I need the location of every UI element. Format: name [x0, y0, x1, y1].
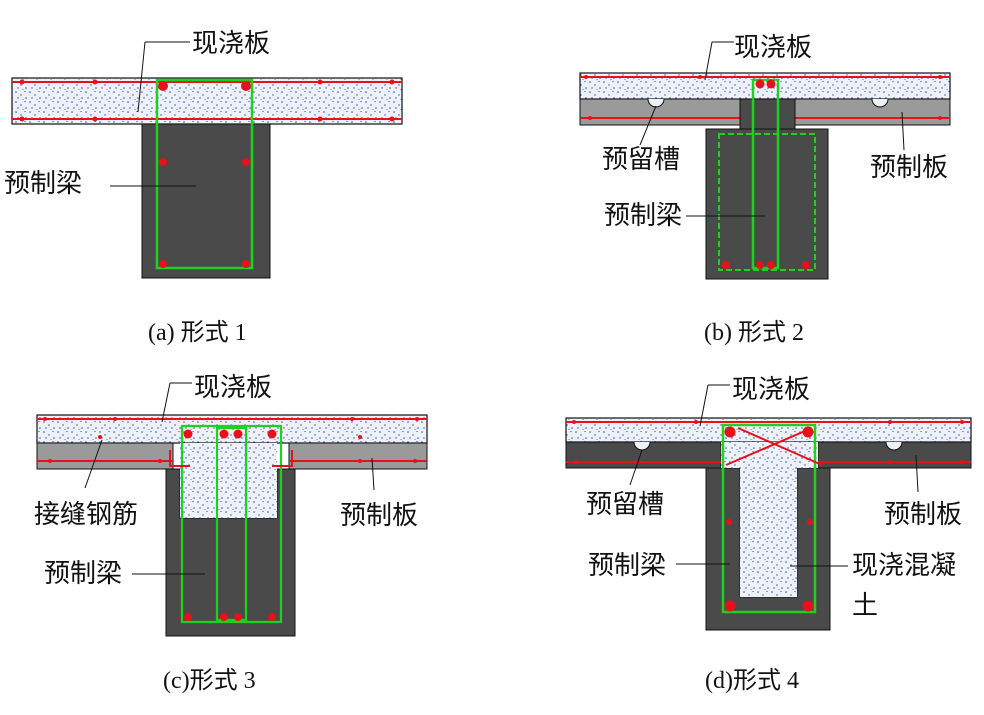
leader-joint-rebar [84, 439, 103, 489]
panel-c: 现浇板 接缝钢筋 预制板 预制梁 (c)形式 3 [34, 373, 428, 694]
cross-rebar [737, 427, 823, 466]
leader-slab [371, 457, 375, 491]
joint-rebar-left [169, 450, 190, 467]
label-beam-a: 预制梁 [4, 169, 82, 199]
leader-groove [639, 105, 657, 146]
leader-groove [629, 449, 643, 486]
label-castslab-c: 现浇板 [194, 373, 272, 403]
groove-right [885, 441, 903, 451]
label-castslab-b: 现浇板 [734, 33, 812, 63]
precast-slab-right [794, 98, 951, 126]
leader-slab [901, 111, 905, 151]
slab-rebar-dots [19, 79, 395, 122]
leader-castslab [137, 41, 146, 113]
label-slab-c: 预制板 [340, 501, 418, 531]
stirrup-outer [718, 133, 816, 271]
stirrup [155, 78, 254, 270]
leader-castslab [161, 382, 171, 423]
leader-slab [915, 454, 919, 493]
precast-slab-right [288, 442, 428, 470]
panel-b: 现浇板 预留槽 预制板 预制梁 (b) 形式 2 [579, 33, 951, 346]
groove-right [871, 98, 889, 108]
precast-beam-web [739, 98, 796, 130]
precast-beam [141, 123, 271, 279]
label-cast-concrete-d: 现浇混凝 [852, 551, 956, 581]
stirrup-outer [180, 424, 283, 624]
caption-b: (b) 形式 2 [704, 319, 804, 346]
beam-rebar [584, 75, 942, 269]
label-groove-d: 预留槽 [586, 490, 664, 520]
caption-a: (a) 形式 1 [148, 319, 247, 346]
joint-rebar-right [272, 450, 293, 467]
cast-core [180, 443, 277, 518]
panel-d: 现浇板 预留槽 预制板 预制梁 现浇混凝 土 (d)形式 4 [565, 375, 972, 694]
caption-c: (c)形式 3 [163, 667, 256, 694]
stirrup [721, 423, 817, 614]
label-castslab-d: 现浇板 [732, 375, 810, 405]
beam-rebar [158, 81, 251, 268]
panel-a: 现浇板 预制梁 (a) 形式 1 [4, 29, 403, 346]
cast-concrete-core [740, 468, 797, 597]
beam-rebar [572, 420, 964, 612]
precast-beam [705, 128, 829, 280]
label-slab-d: 预制板 [884, 500, 962, 530]
label-groove-b: 预留槽 [602, 145, 680, 175]
label-beam-b: 预制梁 [604, 201, 682, 231]
precast-slab-left [36, 442, 174, 470]
leader-castslab [704, 41, 713, 81]
label-castslab-a: 现浇板 [192, 29, 270, 59]
leader-castslab [699, 384, 709, 427]
caption-d: (d)形式 4 [705, 667, 799, 694]
beam-rebar [43, 417, 419, 621]
groove-left [633, 441, 651, 451]
label-beam-c: 预制梁 [44, 559, 122, 589]
label-joint-rebar-c: 接缝钢筋 [34, 500, 138, 530]
label-slab-b: 预制板 [870, 153, 948, 183]
cross-rebar [725, 427, 813, 466]
stirrup-inner [215, 426, 248, 622]
label-cast-concrete-d-2: 土 [852, 591, 878, 621]
label-beam-d: 预制梁 [588, 551, 666, 581]
cast-slab [11, 77, 403, 125]
